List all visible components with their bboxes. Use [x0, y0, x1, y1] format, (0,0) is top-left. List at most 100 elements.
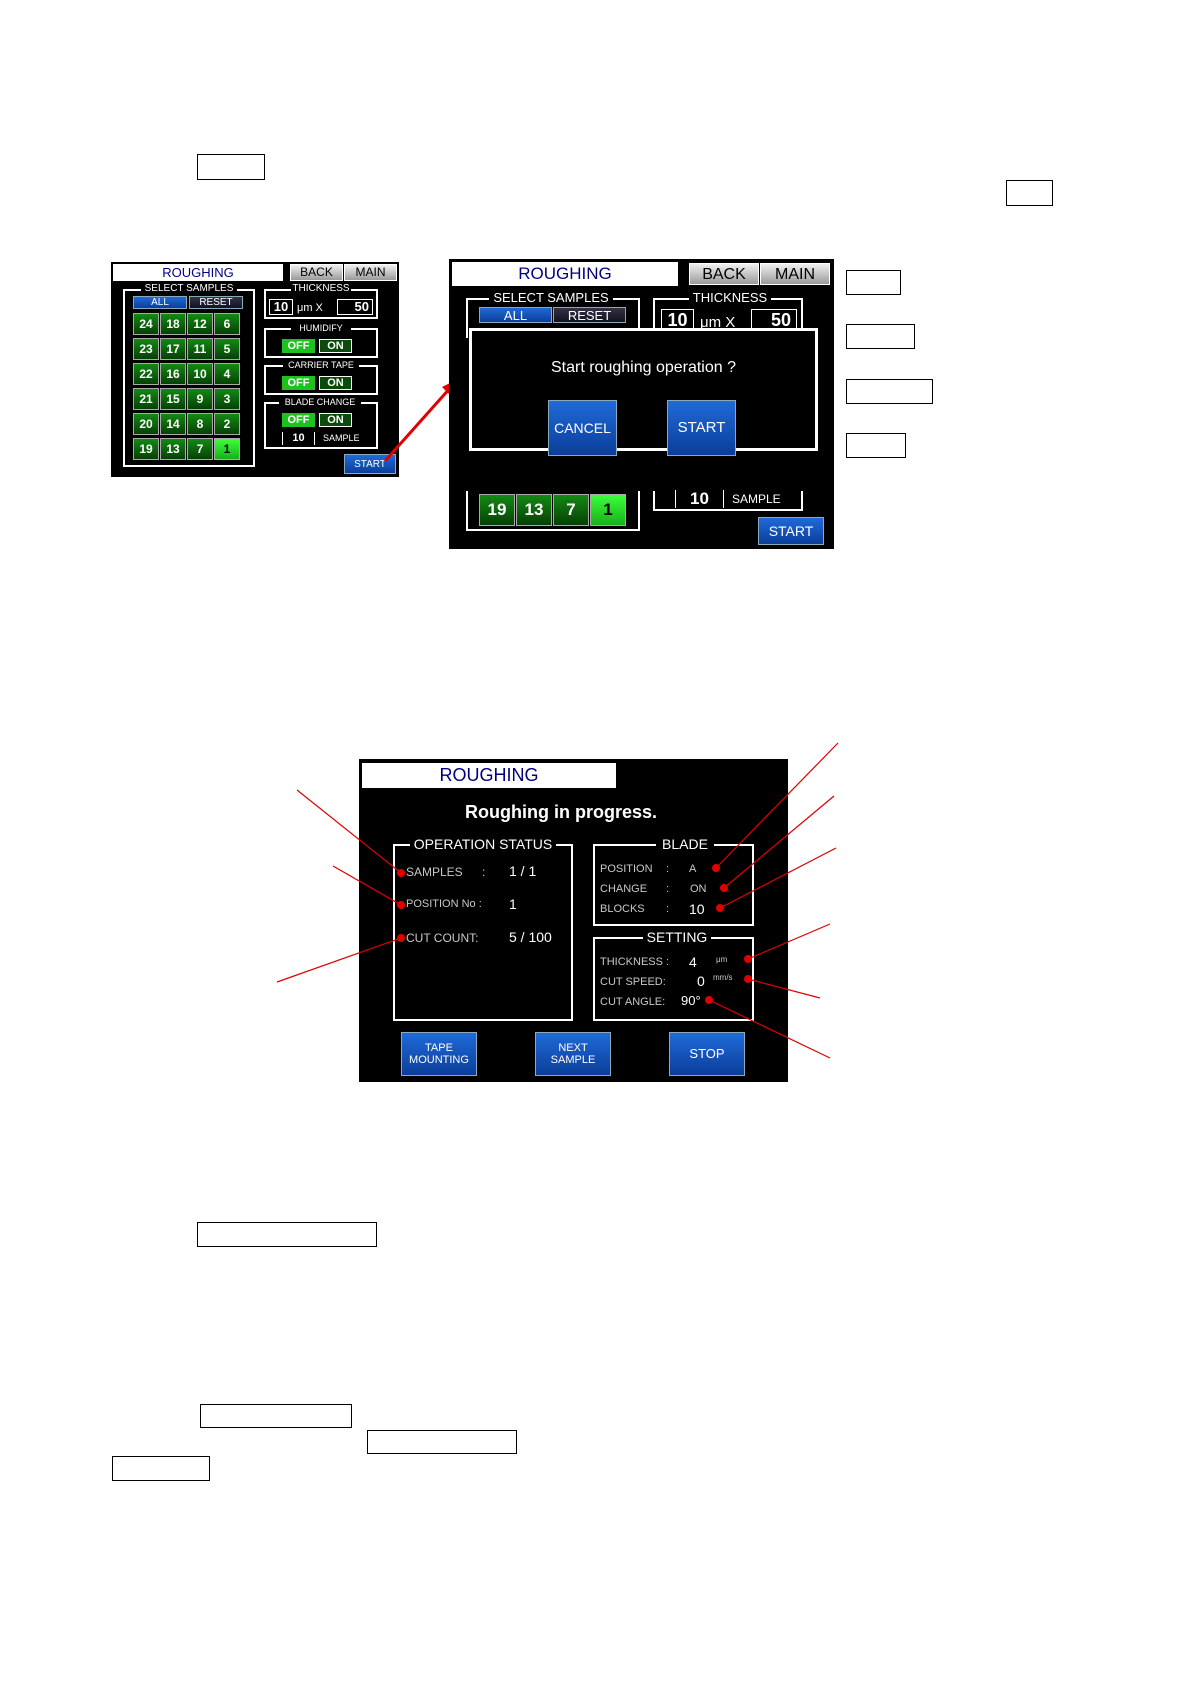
- sample-cell[interactable]: 7: [553, 494, 589, 526]
- sample-cell[interactable]: 7: [187, 438, 213, 460]
- select-samples-label: SELECT SAMPLES: [141, 283, 237, 295]
- colon: :: [666, 863, 670, 875]
- colon: :: [666, 903, 670, 915]
- operation-status-label: OPERATION STATUS: [410, 835, 556, 853]
- main-button[interactable]: MAIN: [344, 264, 397, 281]
- sample-cell[interactable]: 12: [187, 313, 213, 335]
- screen-title: ROUGHING: [113, 264, 283, 281]
- screen-title: ROUGHING: [362, 763, 616, 788]
- humidify-off-button[interactable]: OFF: [282, 339, 315, 353]
- thickness-label: THICKNESS: [291, 283, 351, 295]
- sample-cell[interactable]: 18: [160, 313, 186, 335]
- position-label: POSITION No :: [406, 898, 482, 910]
- sample-cell[interactable]: 11: [187, 338, 213, 360]
- sample-count-value[interactable]: 10: [675, 490, 724, 508]
- roughing-progress-screen: ROUGHING Roughing in progress. OPERATION…: [359, 759, 788, 1082]
- setting-speed-value: 0: [697, 973, 705, 989]
- tape-mounting-line2: MOUNTING: [409, 1054, 469, 1066]
- setting-thickness-value: 4: [689, 954, 697, 970]
- thickness-count[interactable]: 50: [337, 299, 373, 315]
- reset-button[interactable]: RESET: [189, 296, 243, 309]
- sample-cell[interactable]: 21: [133, 388, 159, 410]
- label-box: [200, 1404, 352, 1428]
- back-button[interactable]: BACK: [290, 264, 343, 281]
- blade-change-label: BLADE CHANGE: [279, 396, 361, 408]
- sample-cell[interactable]: 1: [214, 438, 240, 460]
- sample-cell[interactable]: 23: [133, 338, 159, 360]
- reset-button[interactable]: RESET: [553, 307, 626, 323]
- sample-cell[interactable]: 17: [160, 338, 186, 360]
- blade-off-button[interactable]: OFF: [282, 413, 315, 427]
- humidify-on-button[interactable]: ON: [319, 339, 352, 353]
- carrier-on-button[interactable]: ON: [319, 376, 352, 390]
- sample-cell[interactable]: 3: [214, 388, 240, 410]
- blade-position-value: A: [689, 863, 697, 875]
- tape-mounting-line1: TAPE: [425, 1042, 453, 1054]
- sample-row-frame: [466, 491, 640, 531]
- sample-cell[interactable]: 20: [133, 413, 159, 435]
- sample-cell[interactable]: 6: [214, 313, 240, 335]
- all-button[interactable]: ALL: [133, 296, 187, 309]
- roughing-screen-dialog: ROUGHING BACK MAIN SELECT SAMPLES ALL RE…: [449, 259, 834, 549]
- carrier-tape-label: CARRIER TAPE: [283, 359, 359, 371]
- setting-thickness-unit: μm: [716, 955, 728, 964]
- sample-cell[interactable]: 19: [133, 438, 159, 460]
- sample-cell[interactable]: 24: [133, 313, 159, 335]
- stop-button[interactable]: STOP: [669, 1032, 745, 1076]
- sample-cell[interactable]: 22: [133, 363, 159, 385]
- label-box: [112, 1456, 210, 1481]
- sample-count-value[interactable]: 10: [282, 432, 315, 445]
- cancel-button[interactable]: CANCEL: [548, 400, 617, 456]
- sample-cell[interactable]: 13: [516, 494, 552, 526]
- sample-cell[interactable]: 5: [214, 338, 240, 360]
- next-sample-line2: SAMPLE: [550, 1054, 596, 1066]
- blade-on-button[interactable]: ON: [319, 413, 352, 427]
- label-box: [846, 270, 901, 295]
- sample-label: SAMPLE: [323, 433, 360, 443]
- sample-cell[interactable]: 14: [160, 413, 186, 435]
- sample-cell[interactable]: 1: [590, 494, 626, 526]
- setting-label: SETTING: [643, 928, 711, 946]
- blade-change-label: CHANGE: [600, 883, 648, 895]
- colon: :: [666, 883, 670, 895]
- label-box: [846, 324, 915, 349]
- sample-cell[interactable]: 10: [187, 363, 213, 385]
- samples-value: 1 / 1: [509, 863, 537, 879]
- setting-thickness-label: THICKNESS :: [600, 956, 670, 968]
- start-button[interactable]: START: [758, 517, 824, 545]
- label-box: [846, 433, 906, 458]
- confirm-question: Start roughing operation ?: [550, 359, 736, 376]
- setting-angle-value: 90°: [681, 993, 701, 1008]
- sample-cell[interactable]: 9: [187, 388, 213, 410]
- sample-count-frame: [653, 491, 803, 511]
- next-sample-line1: NEXT: [558, 1042, 588, 1054]
- label-box: [367, 1430, 517, 1454]
- thickness-label: THICKNESS: [689, 290, 771, 306]
- blade-blocks-label: BLOCKS: [600, 903, 645, 915]
- samples-colon: :: [482, 865, 486, 879]
- label-box: [846, 379, 933, 404]
- sample-cell[interactable]: 8: [187, 413, 213, 435]
- next-sample-button[interactable]: NEXT SAMPLE: [535, 1032, 611, 1076]
- thickness-value[interactable]: 10: [269, 299, 293, 315]
- sample-cell[interactable]: 16: [160, 363, 186, 385]
- all-button[interactable]: ALL: [479, 307, 552, 323]
- confirm-dialog: [469, 328, 818, 451]
- cut-count-value: 5 / 100: [509, 929, 552, 945]
- setting-angle-label: CUT ANGLE:: [600, 996, 666, 1008]
- carrier-off-button[interactable]: OFF: [282, 376, 315, 390]
- progress-message: Roughing in progress.: [465, 802, 657, 822]
- blade-label: BLADE: [656, 835, 714, 853]
- sample-cell[interactable]: 13: [160, 438, 186, 460]
- setting-speed-label: CUT SPEED:: [600, 976, 666, 988]
- tape-mounting-button[interactable]: TAPE MOUNTING: [401, 1032, 477, 1076]
- back-button[interactable]: BACK: [689, 263, 759, 285]
- sample-cell[interactable]: 15: [160, 388, 186, 410]
- sample-cell[interactable]: 2: [214, 413, 240, 435]
- sample-cell[interactable]: 4: [214, 363, 240, 385]
- sample-cell[interactable]: 19: [479, 494, 515, 526]
- start-button[interactable]: START: [344, 454, 396, 474]
- main-button[interactable]: MAIN: [760, 263, 830, 285]
- dialog-start-button[interactable]: START: [667, 400, 736, 456]
